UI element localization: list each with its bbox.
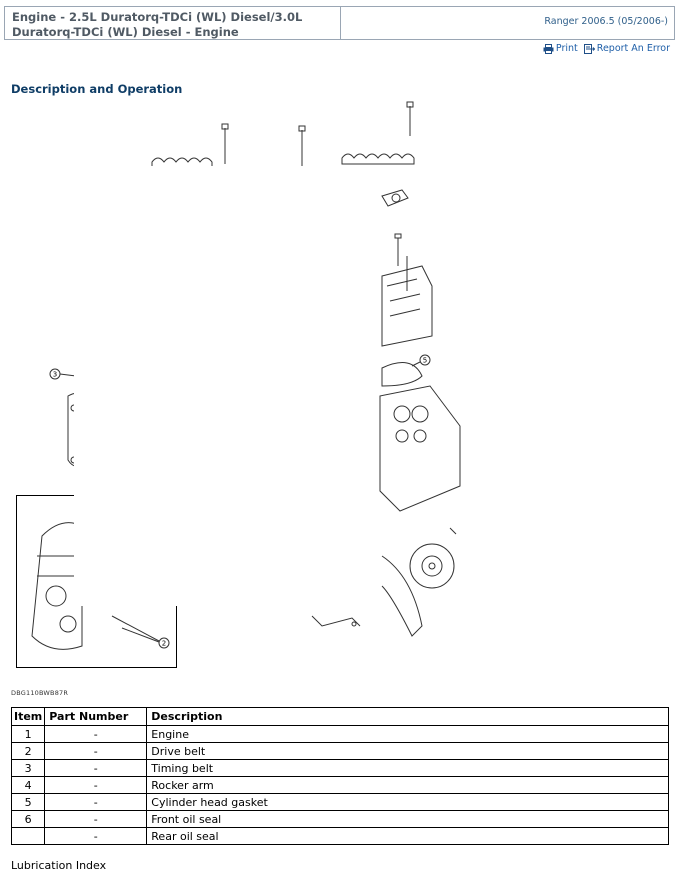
page-title: Engine - 2.5L Duratorq-TDCi (WL) Diesel/… (5, 7, 341, 39)
row-part-number: - (44, 725, 148, 743)
row-part-number: - (44, 810, 148, 828)
table-header-row: Item Part Number Description (10, 707, 669, 726)
row-description: Rear oil seal (146, 827, 669, 845)
engine-exploded-diagram: 2 3 5 (16, 101, 461, 668)
row-item: 4 (10, 776, 46, 794)
report-label: Report An Error (596, 43, 670, 54)
row-part-number: - (44, 742, 148, 760)
lubrication-index-text: Lubrication Index (11, 859, 107, 872)
callout-2: 2 (162, 640, 166, 648)
row-description: Rocker arm (146, 776, 669, 794)
table-row: 3 - Timing belt (10, 759, 669, 777)
row-description: Cylinder head gasket (146, 793, 669, 811)
row-description: Drive belt (146, 742, 669, 760)
report-icon (583, 43, 595, 54)
row-description: Engine (146, 725, 669, 743)
parts-table: Item Part Number Description 1 - Engine … (10, 707, 669, 845)
table-row: 4 - Rocker arm (10, 776, 669, 794)
section-title: Description and Operation (11, 82, 183, 96)
callout-5: 5 (423, 357, 427, 365)
row-part-number: - (44, 793, 148, 811)
table-row: 6 - Front oil seal (10, 810, 669, 828)
header-part-number: Part Number (44, 707, 148, 726)
header-item: Item (10, 707, 46, 726)
callout-3: 3 (53, 371, 57, 379)
table-row: 1 - Engine (10, 725, 669, 743)
row-item: 3 (10, 759, 46, 777)
row-item: 1 (10, 725, 46, 743)
table-row: 5 - Cylinder head gasket (10, 793, 669, 811)
figure-id: DBG110BWB87R (11, 689, 69, 697)
row-part-number: - (44, 759, 148, 777)
row-item (10, 827, 46, 845)
row-item: 6 (10, 810, 46, 828)
table-row: - Rear oil seal (10, 827, 669, 845)
printer-icon (543, 43, 554, 54)
table-row: 2 - Drive belt (10, 742, 669, 760)
action-links: Print Report An Error (543, 43, 670, 54)
row-description: Front oil seal (146, 810, 669, 828)
row-item: 5 (10, 793, 46, 811)
page-header: Engine - 2.5L Duratorq-TDCi (WL) Diesel/… (4, 6, 675, 40)
row-description: Timing belt (146, 759, 669, 777)
row-item: 2 (10, 742, 46, 760)
row-part-number: - (44, 827, 148, 845)
report-error-link[interactable]: Report An Error (583, 43, 670, 54)
vehicle-model: Ranger 2006.5 (05/2006-) (544, 16, 668, 27)
print-link[interactable]: Print (543, 43, 578, 54)
header-description: Description (146, 707, 669, 726)
print-label: Print (555, 43, 578, 54)
row-part-number: - (44, 776, 148, 794)
